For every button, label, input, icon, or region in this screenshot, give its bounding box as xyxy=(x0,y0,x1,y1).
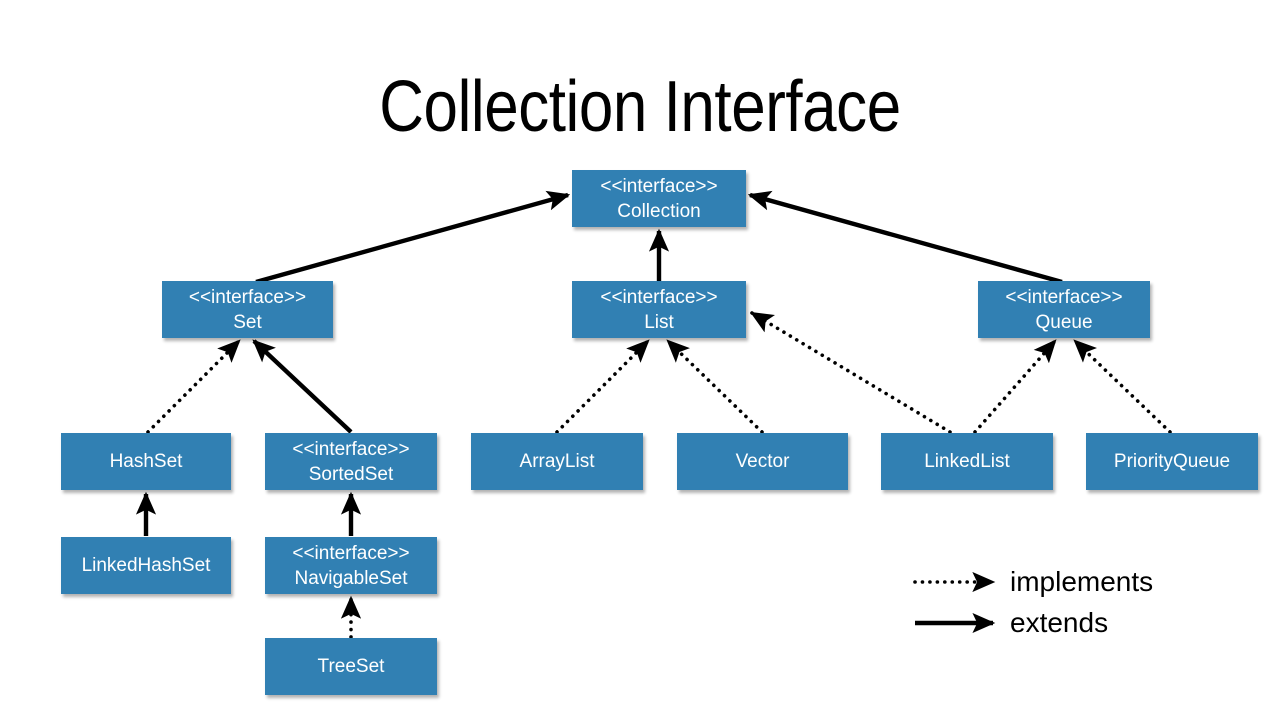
edge-sortedset-set xyxy=(252,339,353,434)
node-label: Vector xyxy=(735,451,790,472)
node-label: LinkedHashSet xyxy=(81,555,211,576)
node-label: TreeSet xyxy=(317,656,385,677)
node-sortedset[interactable]: <<interface>> SortedSet xyxy=(265,433,437,490)
node-list[interactable]: <<interface>> List xyxy=(572,281,746,338)
node-stereotype: <<interface>> xyxy=(1005,286,1123,308)
node-label: NavigableSet xyxy=(294,567,408,589)
edge-hashset-set xyxy=(146,339,241,434)
node-stereotype: <<interface>> xyxy=(292,438,410,460)
node-label: List xyxy=(644,311,674,333)
node-treeset[interactable]: TreeSet xyxy=(265,638,437,695)
node-label: LinkedList xyxy=(924,451,1010,472)
node-queue[interactable]: <<interface>> Queue xyxy=(978,281,1150,338)
legend-label-implements: implements xyxy=(1010,566,1154,597)
edge-linkedlist-queue xyxy=(973,339,1057,434)
edge-vector-list xyxy=(666,339,764,434)
node-label: PriorityQueue xyxy=(1113,451,1231,472)
node-navigableset[interactable]: <<interface>> NavigableSet xyxy=(265,537,437,594)
legend-label-extends: extends xyxy=(1010,607,1109,638)
node-label: ArrayList xyxy=(519,451,595,472)
node-collection[interactable]: <<interface>> Collection xyxy=(572,170,746,227)
node-set[interactable]: <<interface>> Set xyxy=(162,281,333,338)
edge-linkedlist-list xyxy=(750,311,952,434)
node-stereotype: <<interface>> xyxy=(188,286,307,308)
edge-priorityqueue-queue xyxy=(1073,339,1172,434)
node-linkedhashset[interactable]: LinkedHashSet xyxy=(61,537,231,594)
edge-queue-collection xyxy=(747,190,1063,285)
node-priorityqueue[interactable]: PriorityQueue xyxy=(1086,433,1258,490)
node-label: HashSet xyxy=(109,451,183,472)
node-label: Set xyxy=(233,311,262,333)
node-arraylist[interactable]: ArrayList xyxy=(471,433,643,490)
page-title: Collection Interface xyxy=(379,67,901,147)
node-stereotype: <<interface>> xyxy=(600,286,718,308)
node-stereotype: <<interface>> xyxy=(600,175,718,197)
node-linkedlist[interactable]: LinkedList xyxy=(881,433,1053,490)
node-stereotype: <<interface>> xyxy=(292,542,410,564)
node-vector[interactable]: Vector xyxy=(677,433,848,490)
node-label: SortedSet xyxy=(308,463,394,485)
node-hashset[interactable]: HashSet xyxy=(61,433,231,490)
node-label: Queue xyxy=(1035,311,1093,333)
edge-arraylist-list xyxy=(555,339,650,434)
node-label: Collection xyxy=(617,200,701,222)
edge-set-collection xyxy=(255,190,571,285)
